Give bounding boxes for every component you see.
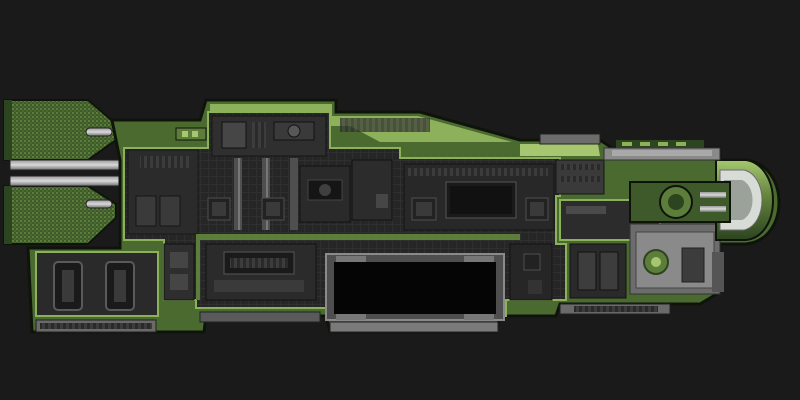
engine-pipe-1 bbox=[9, 159, 121, 171]
hull-bottom-trim bbox=[35, 303, 671, 333]
engine-thrusters bbox=[3, 99, 121, 245]
engine-pipe-2 bbox=[9, 175, 121, 187]
thruster-bottom bbox=[3, 185, 117, 245]
piloting-nose bbox=[539, 133, 774, 241]
thruster-bottom-band bbox=[4, 186, 12, 244]
interior bbox=[35, 111, 724, 321]
thruster-top-band bbox=[4, 100, 12, 160]
